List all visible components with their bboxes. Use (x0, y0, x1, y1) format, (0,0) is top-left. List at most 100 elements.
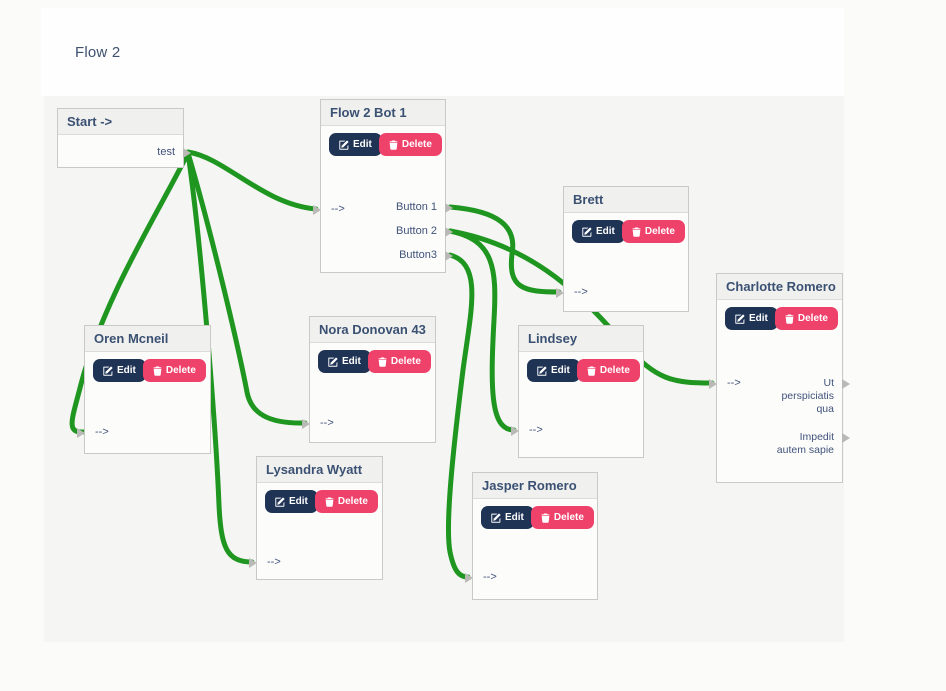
output-port-label: Ut perspiciatis qua (781, 377, 834, 415)
input-port-triangle-right-icon[interactable] (556, 288, 564, 298)
edit-button[interactable]: Edit (329, 133, 382, 156)
pencil-square-icon (491, 512, 501, 523)
trash-icon (785, 314, 794, 324)
input-port-triangle-right-icon[interactable] (77, 428, 85, 438)
node-title-nora[interactable]: Nora Donovan 43 (310, 317, 435, 343)
trash-icon (587, 366, 596, 376)
input-port-triangle-right-icon[interactable] (709, 379, 717, 389)
output-port-label: Button 2 (396, 225, 437, 237)
input-port-triangle-right-icon[interactable] (465, 573, 473, 583)
edit-button[interactable]: Edit (93, 359, 146, 382)
trash-icon (632, 227, 641, 237)
edit-button[interactable]: Edit (572, 220, 625, 243)
pencil-square-icon (537, 365, 547, 376)
edit-button-label: Edit (342, 356, 361, 367)
delete-button[interactable]: Delete (378, 133, 442, 156)
edit-button-label: Edit (749, 313, 768, 324)
flow-title: Flow 2 (75, 44, 121, 61)
node-title-brett[interactable]: Brett (564, 187, 688, 213)
output-port-triangle-right-icon[interactable] (445, 251, 453, 261)
flow-node-start[interactable]: Start ->test (57, 108, 191, 168)
trash-icon (378, 357, 387, 367)
node-actions: Edit Delete (725, 307, 838, 330)
pencil-square-icon (103, 365, 113, 376)
node-actions: Edit Delete (572, 220, 685, 243)
edit-button-label: Edit (353, 139, 372, 150)
node-actions: Edit Delete (481, 506, 594, 529)
delete-button-label: Delete (390, 356, 421, 367)
trash-icon (541, 513, 550, 523)
input-port-label: --> (320, 417, 334, 429)
node-actions: Edit Delete (527, 359, 640, 382)
node-title-jasper[interactable]: Jasper Romero (473, 473, 597, 499)
input-port-triangle-right-icon[interactable] (249, 558, 257, 568)
trash-icon (389, 140, 398, 150)
input-port-label: --> (267, 556, 281, 568)
delete-button-label: Delete (165, 365, 196, 376)
pencil-square-icon (275, 496, 285, 507)
edit-button[interactable]: Edit (318, 350, 371, 373)
edit-button-label: Edit (551, 365, 570, 376)
output-port-label: Impedit autem sapie (776, 431, 834, 456)
output-port-triangle-right-icon[interactable] (445, 203, 453, 213)
flow-node-nora[interactable]: Nora Donovan 43 Edit Delete --> (302, 316, 436, 443)
input-port-label: --> (529, 424, 543, 436)
output-port-triangle-right-icon[interactable] (445, 227, 453, 237)
delete-button-label: Delete (553, 512, 584, 523)
edit-button-label: Edit (505, 512, 524, 523)
delete-button[interactable]: Delete (774, 307, 838, 330)
edit-button[interactable]: Edit (481, 506, 534, 529)
delete-button[interactable]: Delete (621, 220, 685, 243)
output-port-label: Button3 (399, 249, 437, 261)
output-port-triangle-right-icon[interactable] (842, 379, 850, 389)
node-title-lindsey[interactable]: Lindsey (519, 326, 643, 352)
delete-button[interactable]: Delete (530, 506, 594, 529)
node-title-charlotte[interactable]: Charlotte Romero (717, 274, 842, 300)
trash-icon (325, 497, 334, 507)
delete-button[interactable]: Delete (367, 350, 431, 373)
input-port-label: --> (483, 571, 497, 583)
flow-header-card: Flow 2 (41, 8, 844, 96)
output-port-triangle-right-icon[interactable] (183, 148, 191, 158)
delete-button-label: Delete (599, 365, 630, 376)
input-port-label: --> (727, 377, 741, 389)
node-actions: Edit Delete (265, 490, 378, 513)
delete-button-label: Delete (401, 139, 432, 150)
input-port-label: --> (95, 426, 109, 438)
delete-button-label: Delete (337, 496, 368, 507)
pencil-square-icon (328, 356, 338, 367)
node-title-bot1[interactable]: Flow 2 Bot 1 (321, 100, 445, 126)
node-title-oren[interactable]: Oren Mcneil (85, 326, 210, 352)
input-port-triangle-right-icon[interactable] (302, 419, 310, 429)
pencil-square-icon (582, 226, 592, 237)
delete-button-label: Delete (797, 313, 828, 324)
node-title-lysandra[interactable]: Lysandra Wyatt (257, 457, 382, 483)
trash-icon (153, 366, 162, 376)
delete-button[interactable]: Delete (314, 490, 378, 513)
edit-button[interactable]: Edit (725, 307, 778, 330)
edit-button-label: Edit (596, 226, 615, 237)
node-actions: Edit Delete (318, 350, 431, 373)
input-port-triangle-right-icon[interactable] (511, 426, 519, 436)
delete-button-label: Delete (644, 226, 675, 237)
edit-button[interactable]: Edit (527, 359, 580, 382)
edit-button-label: Edit (289, 496, 308, 507)
input-port-triangle-right-icon[interactable] (313, 205, 321, 215)
edit-button[interactable]: Edit (265, 490, 318, 513)
output-port-triangle-right-icon[interactable] (842, 433, 850, 443)
delete-button[interactable]: Delete (576, 359, 640, 382)
pencil-square-icon (339, 139, 349, 150)
node-actions: Edit Delete (329, 133, 442, 156)
node-title-start[interactable]: Start -> (58, 109, 183, 135)
pencil-square-icon (735, 313, 745, 324)
delete-button[interactable]: Delete (142, 359, 206, 382)
edit-button-label: Edit (117, 365, 136, 376)
input-port-label: --> (574, 286, 588, 298)
